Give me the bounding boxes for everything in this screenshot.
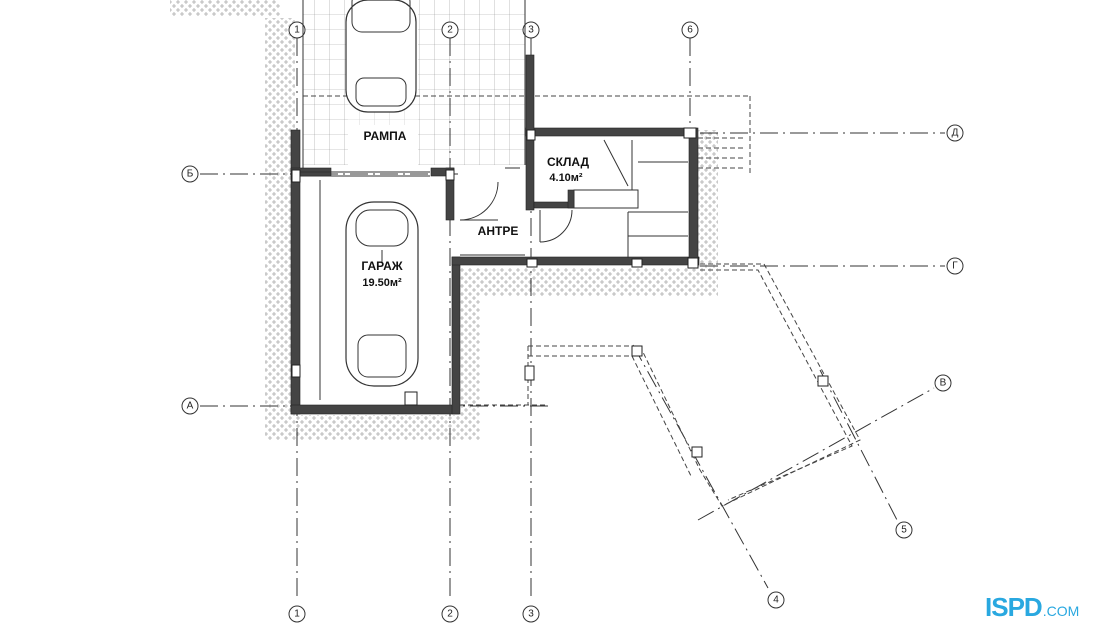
svg-text:5: 5 [901,525,907,536]
paving-hatch [170,0,718,440]
svg-text:В: В [940,378,947,389]
logo-main-text: ISPD [985,591,1043,622]
axis-bubble-2-top: 2 [441,21,459,39]
axis-bubble-5: 5 [895,521,913,539]
svg-text:Г: Г [952,261,958,272]
dashed-outlines [460,137,861,507]
svg-text:Б: Б [187,169,194,180]
axis-bubble-A: А [181,397,199,415]
axis-bubble-G: Г [946,257,964,275]
axis-bubble-1-bottom: 1 [288,605,306,623]
doors [459,167,573,243]
svg-text:2: 2 [447,609,453,620]
logo-domain-text: .COM [1042,603,1080,619]
svg-text:3: 3 [528,25,534,36]
ramp-tiles [303,0,525,165]
axis-bubble-4: 4 [767,591,785,609]
room-label-ramp: РАМПА [364,129,407,143]
axis-bubble-3-bottom: 3 [522,605,540,623]
axis-bubble-1-top: 1 [288,21,306,39]
ispd-logo: ISPD .COM [985,588,1113,626]
svg-text:А: А [187,401,194,412]
axis-bubble-6: 6 [681,21,699,39]
svg-text:2: 2 [447,25,453,36]
room-label-garage: ГАРАЖ [361,259,402,273]
room-area-garage: 19.50м² [362,277,402,289]
car-garage [345,201,419,387]
axis-bubble-D: Д [946,124,964,142]
svg-text:4: 4 [773,595,779,606]
axis-bubble-2-bottom: 2 [441,605,459,623]
svg-text:1: 1 [294,609,300,620]
svg-text:1: 1 [294,25,300,36]
axis-bubble-3-top: 3 [522,21,540,39]
room-label-hall: АНТРЕ [478,224,519,238]
axis-bubble-V: В [934,374,952,392]
svg-text:Д: Д [952,128,959,139]
car-ramp [345,0,417,113]
svg-text:6: 6 [687,25,693,36]
interior-lines [300,139,688,400]
room-label-storage: СКЛАД [547,155,590,169]
svg-text:3: 3 [528,609,534,620]
columns [291,127,829,458]
room-area-storage: 4.10м² [549,172,583,184]
axis-bubble-B: Б [181,165,199,183]
